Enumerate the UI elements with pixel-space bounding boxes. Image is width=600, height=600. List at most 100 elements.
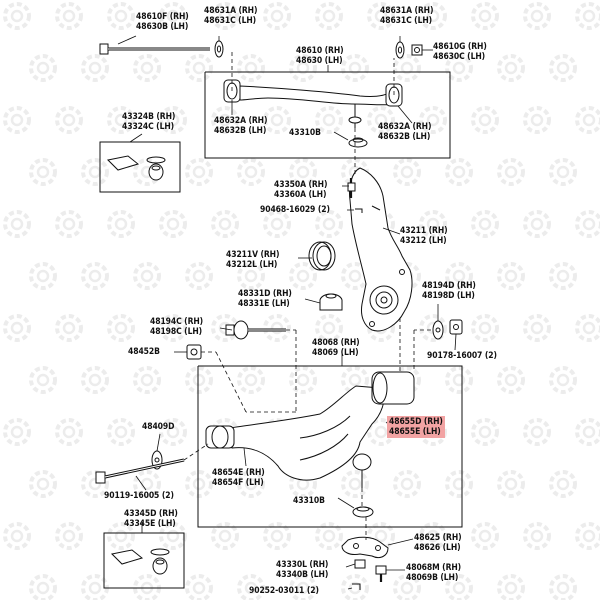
- label-43324b: 43324B (RH)43324C (LH): [122, 112, 176, 132]
- watermark-gear-icon: [237, 470, 265, 498]
- watermark-gear-icon: [263, 2, 291, 30]
- label-48409d: 48409D: [142, 422, 175, 432]
- watermark-gear-icon: [237, 54, 265, 82]
- knuckle-cotter-pin: [355, 208, 363, 213]
- label-48068m: 48068M (RH)48069B (LH): [406, 563, 462, 583]
- watermark-gear-icon: [237, 158, 265, 186]
- lower-ball-joint-boot: [352, 506, 374, 518]
- watermark-gear-icon: [263, 522, 291, 550]
- watermark-gear-icon: [185, 366, 213, 394]
- watermark-gear-icon: [341, 54, 369, 82]
- watermark-gear-icon: [159, 2, 187, 30]
- watermark-gear-icon: [419, 2, 447, 30]
- watermark-gear-icon: [107, 210, 135, 238]
- watermark-gear-icon: [237, 262, 265, 290]
- watermark-gear-icon: [263, 314, 291, 342]
- watermark-gear-icon: [315, 210, 343, 238]
- watermark-gear-icon: [523, 106, 551, 134]
- label-90468: 90468-16029 (2): [260, 205, 330, 215]
- label-48610f: 48610F (RH)48630B (LH): [136, 12, 189, 32]
- watermark-gear-icon: [29, 574, 57, 600]
- watermark-gear-icon: [55, 522, 83, 550]
- watermark-gear-icon: [445, 574, 473, 600]
- watermark-gear-icon: [55, 106, 83, 134]
- cam-nut-left: [186, 344, 202, 360]
- watermark-gear-icon: [29, 158, 57, 186]
- watermark-gear-icon: [159, 314, 187, 342]
- watermark-gear-icon: [3, 418, 31, 446]
- watermark-gear-icon: [107, 418, 135, 446]
- knuckle-stud-bolt: [347, 178, 356, 198]
- watermark-gear-icon: [237, 366, 265, 394]
- lower-boot-kit-box: [103, 532, 185, 589]
- watermark-gear-icon: [523, 210, 551, 238]
- lower-cam-bolt: [225, 320, 286, 340]
- watermark-gear-icon: [55, 314, 83, 342]
- upper-nut-right: [411, 44, 423, 56]
- upper-washer-left: [214, 40, 224, 58]
- watermark-gear-icon: [471, 522, 499, 550]
- steering-knuckle: [349, 167, 413, 332]
- upper-arm-group-box: [204, 71, 451, 159]
- label-48654e: 48654E (RH)48654F (LH): [212, 468, 265, 488]
- watermark-gear-icon: [367, 2, 395, 30]
- watermark-gear-icon: [497, 574, 525, 600]
- label-48631a-left: 48631A (RH)48631C (LH): [204, 6, 258, 26]
- label-48068: 48068 (RH)48069 (LH): [312, 338, 360, 358]
- watermark-gear-icon: [315, 2, 343, 30]
- watermark-gear-icon: [289, 54, 317, 82]
- label-48610g: 48610G (RH)48630C (LH): [433, 42, 487, 62]
- label-48632a-right: 48632A (RH)48632B (LH): [378, 122, 432, 142]
- stabilizer-bracket: [341, 536, 389, 559]
- watermark-gear-icon: [419, 210, 447, 238]
- watermark-gear-icon: [549, 262, 577, 290]
- watermark-gear-icon: [81, 262, 109, 290]
- watermark-gear-icon: [393, 470, 421, 498]
- watermark-gear-icon: [523, 2, 551, 30]
- watermark-gear-icon: [159, 210, 187, 238]
- watermark-gear-icon: [159, 106, 187, 134]
- watermark-gear-icon: [523, 314, 551, 342]
- watermark-gear-icon: [263, 106, 291, 134]
- watermark-gear-icon: [471, 314, 499, 342]
- watermark-gear-icon: [419, 106, 447, 134]
- watermark-gear-icon: [575, 106, 600, 134]
- watermark-gear-icon: [445, 366, 473, 394]
- watermark-gear-icon: [471, 106, 499, 134]
- label-43310b-bottom: 43310B: [293, 496, 325, 506]
- watermark-gear-icon: [133, 54, 161, 82]
- watermark-gear-icon: [185, 470, 213, 498]
- watermark-gear-icon: [315, 314, 343, 342]
- watermark-gear-icon: [445, 262, 473, 290]
- lower-arm-bolt: [95, 458, 185, 484]
- label-48610: 48610 (RH)48630 (LH): [296, 46, 344, 66]
- watermark-gear-icon: [575, 210, 600, 238]
- watermark-gear-icon: [29, 54, 57, 82]
- watermark-gear-icon: [419, 522, 447, 550]
- bump-stopper: [319, 293, 343, 311]
- watermark-gear-icon: [81, 54, 109, 82]
- watermark-gear-icon: [211, 522, 239, 550]
- watermark-gear-icon: [81, 470, 109, 498]
- label-90252: 90252-03011 (2): [249, 586, 319, 596]
- watermark-gear-icon: [3, 522, 31, 550]
- label-43345d: 43345D (RH)43345E (LH): [124, 509, 178, 529]
- watermark-gear-icon: [367, 106, 395, 134]
- watermark-gear-icon: [3, 106, 31, 134]
- watermark-gear-icon: [497, 366, 525, 394]
- watermark-gear-icon: [107, 522, 135, 550]
- lower-control-arm: [205, 385, 385, 481]
- watermark-gear-icon: [575, 522, 600, 550]
- label-43211: 43211 (RH)43212 (LH): [400, 226, 448, 246]
- watermark-gear-icon: [185, 54, 213, 82]
- watermark-gear-icon: [289, 262, 317, 290]
- watermark-gear-icon: [107, 106, 135, 134]
- label-48631a-right: 48631A (RH)48631C (LH): [380, 6, 434, 26]
- watermark-gear-icon: [471, 2, 499, 30]
- label-48655d-highlighted: 48655D (RH)48655E (LH): [387, 416, 445, 438]
- label-48625: 48625 (RH)48626 (LH): [414, 533, 462, 553]
- watermark-gear-icon: [497, 470, 525, 498]
- lower-front-bushing: [371, 371, 415, 405]
- watermark-gear-icon: [445, 158, 473, 186]
